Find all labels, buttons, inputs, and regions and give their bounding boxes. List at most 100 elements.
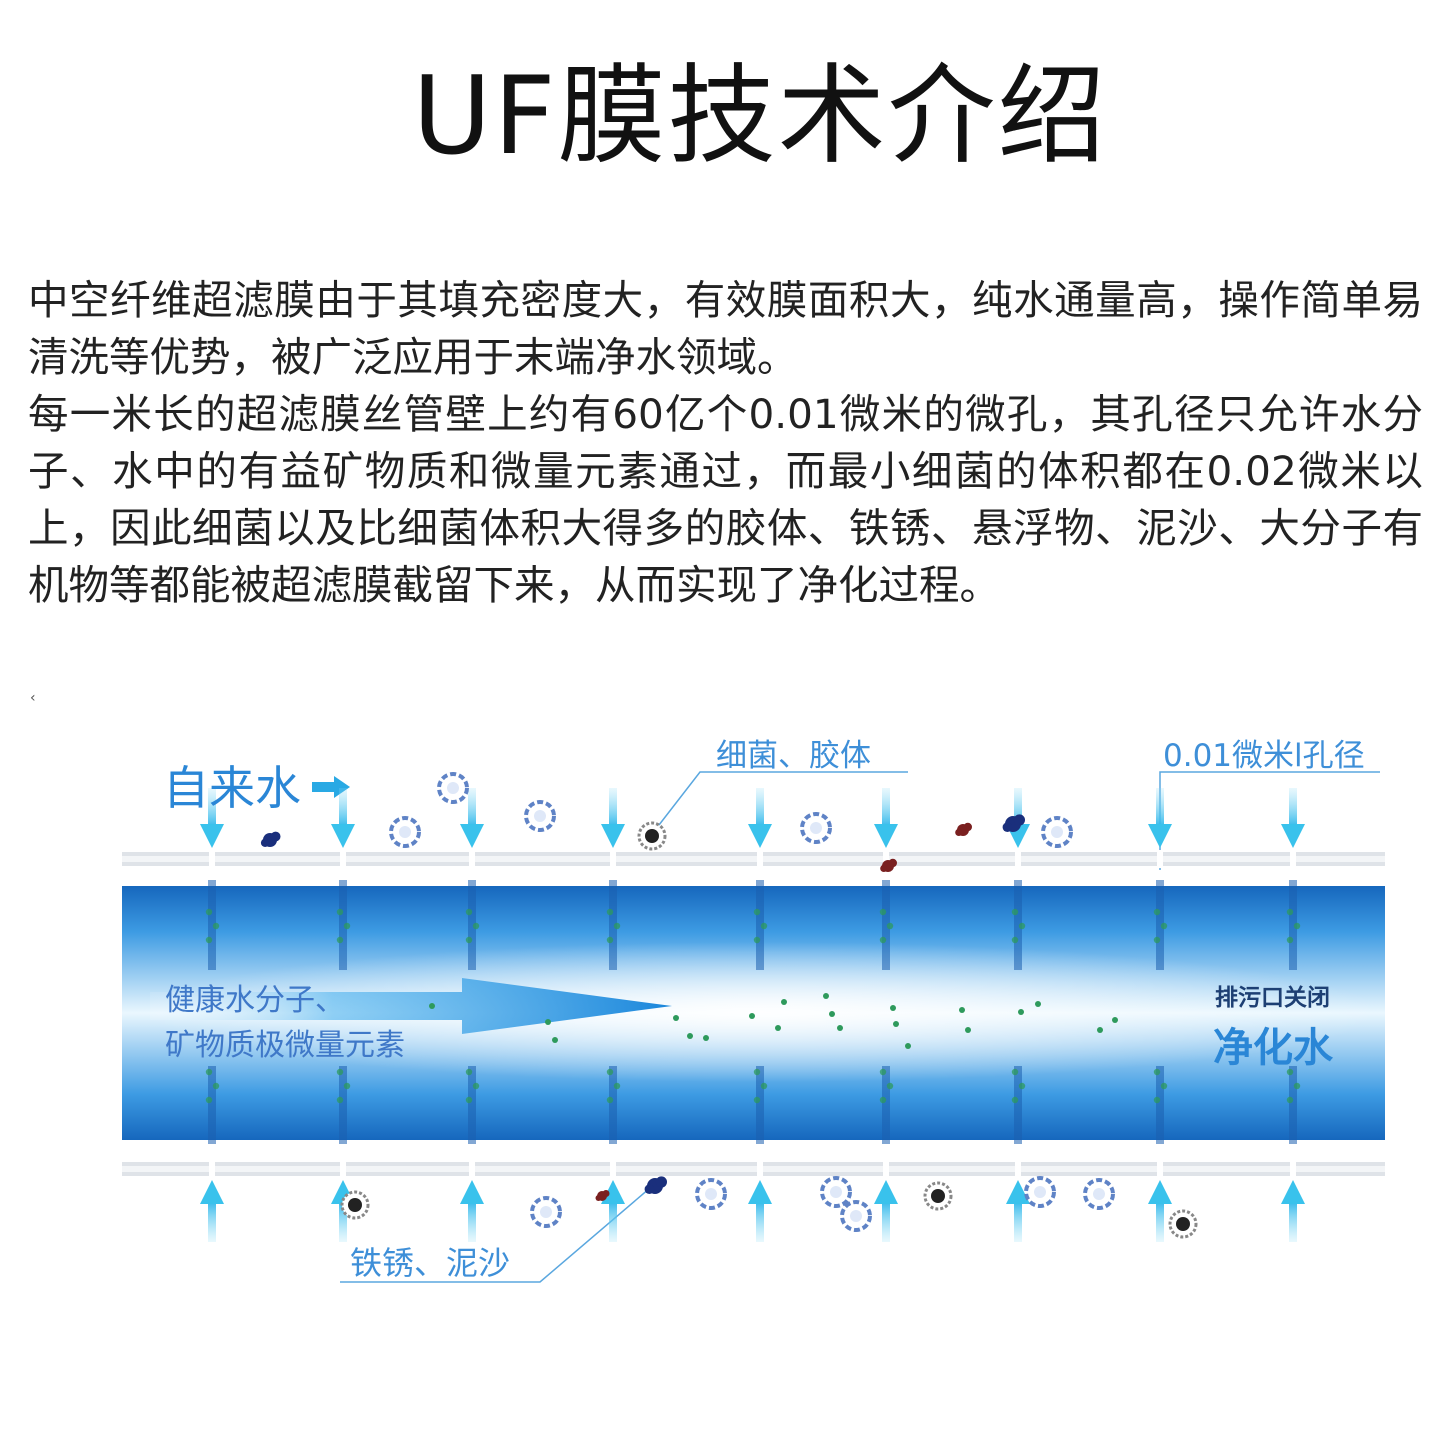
inflow-arrow-up xyxy=(874,1180,898,1242)
minerals-label-line-1: 健康水分子、 xyxy=(165,983,345,1018)
wall-gap xyxy=(1157,850,1163,868)
bacteria-particle xyxy=(340,1190,370,1220)
wall-gap xyxy=(1157,1160,1163,1178)
membrane-pore xyxy=(1153,880,1168,970)
mineral-dot xyxy=(890,1005,896,1011)
mineral-dot xyxy=(965,1027,971,1033)
membrane-pore xyxy=(336,1066,351,1144)
mineral-dot xyxy=(1097,1027,1103,1033)
inflow-arrow-up xyxy=(601,1180,625,1242)
sand-particle xyxy=(644,1176,668,1194)
inflow-arrow-up xyxy=(1148,1180,1172,1242)
wall-gap xyxy=(340,850,346,868)
inflow-arrow-down xyxy=(1281,788,1305,848)
wall-gap xyxy=(757,1160,763,1178)
inflow-arrow-up xyxy=(200,1180,224,1242)
colloid-particle xyxy=(840,1200,872,1232)
rust-particle xyxy=(880,858,897,872)
wall-gap xyxy=(1290,1160,1296,1178)
wall-gap xyxy=(883,1160,889,1178)
colloid-particle xyxy=(389,816,421,848)
colloid-particle xyxy=(1024,1176,1056,1208)
paragraph-2: 每一米长的超滤膜丝管壁上约有60亿个0.01微米的微孔，其孔径只允许水分子、水中… xyxy=(28,390,1423,609)
pure-water-label: 净化水 xyxy=(1213,1025,1333,1071)
bacteria-particle xyxy=(1168,1209,1198,1239)
bacteria-colloid-label: 细菌、胶体 xyxy=(716,738,871,774)
mineral-dot xyxy=(781,999,787,1005)
membrane-pore xyxy=(1011,1066,1026,1144)
mineral-dot xyxy=(1112,1017,1118,1023)
membrane-pore xyxy=(1153,1066,1168,1144)
membrane-pore xyxy=(336,880,351,970)
colloid-particle xyxy=(1041,816,1073,848)
colloid-particle xyxy=(695,1178,727,1210)
inflow-arrow-down xyxy=(1148,788,1172,848)
membrane-pore xyxy=(753,1066,768,1144)
tap-water-arrow xyxy=(312,776,350,798)
mineral-dot xyxy=(703,1035,709,1041)
tube-center-glow xyxy=(140,942,1380,1082)
mineral-dot xyxy=(552,1037,558,1043)
mineral-dot xyxy=(429,1003,435,1009)
intro-text: 中空纤维超滤膜由于其填充密度大，有效膜面积大，纯水通量高，操作简单易清洗等优势，… xyxy=(28,272,1423,614)
membrane-pore xyxy=(879,880,894,970)
inflow-arrow-up xyxy=(1281,1180,1305,1242)
rust-particle xyxy=(955,822,972,836)
mineral-dot xyxy=(837,1025,843,1031)
bacteria-leader-line xyxy=(651,771,908,835)
flow-arrow xyxy=(150,978,672,1034)
rust-sand-label: 铁锈、泥沙 xyxy=(350,1244,511,1282)
membrane-pore xyxy=(606,880,621,970)
inflow-arrow-down xyxy=(460,788,484,848)
colloid-particle xyxy=(437,772,469,804)
mineral-dot xyxy=(775,1025,781,1031)
colloid-particle xyxy=(1083,1178,1115,1210)
membrane-pore xyxy=(606,1066,621,1144)
colloid-particle xyxy=(800,812,832,844)
membrane-pore xyxy=(205,880,220,970)
minerals-label-line-2: 矿物质极微量元素 xyxy=(165,1028,405,1063)
wall-gap xyxy=(469,1160,475,1178)
mineral-dot xyxy=(823,993,829,999)
outlet-closed-label: 排污口关闭 xyxy=(1215,985,1330,1011)
mineral-dot xyxy=(829,1011,835,1017)
colloid-particle xyxy=(820,1176,852,1208)
paragraph-1: 中空纤维超滤膜由于其填充密度大，有效膜面积大，纯水通量高，操作简单易清洗等优势，… xyxy=(28,276,1423,381)
page-title: UF膜技术介绍 xyxy=(412,54,1108,179)
upper-membrane-wall xyxy=(122,852,1385,866)
mineral-dot xyxy=(673,1015,679,1021)
colloid-particle xyxy=(524,800,556,832)
wall-gap xyxy=(883,850,889,868)
lower-membrane-wall xyxy=(122,1162,1385,1176)
inflow-arrow-down xyxy=(874,788,898,848)
inflow-arrow-up xyxy=(1006,1180,1030,1242)
bacteria-particle xyxy=(923,1181,953,1211)
mineral-dot xyxy=(1018,1009,1024,1015)
stray-mark: ‹ xyxy=(30,690,36,706)
membrane-pore xyxy=(879,1066,894,1144)
mineral-dot xyxy=(959,1007,965,1013)
mineral-dot xyxy=(687,1033,693,1039)
wall-gap xyxy=(340,1160,346,1178)
mineral-dot xyxy=(545,1019,551,1025)
wall-gap xyxy=(1015,1160,1021,1178)
membrane-illustration xyxy=(122,771,1385,1283)
inflow-arrow-down xyxy=(601,788,625,848)
mineral-dot xyxy=(749,1013,755,1019)
pore-size-label: 0.01微米l孔径 xyxy=(1163,738,1365,774)
membrane-pore xyxy=(1286,880,1301,970)
wall-gap xyxy=(209,1160,215,1178)
sand-particle xyxy=(1002,814,1025,832)
inflow-arrow-down xyxy=(748,788,772,848)
bacteria-particle xyxy=(637,821,667,851)
wall-gap xyxy=(610,850,616,868)
mineral-dot xyxy=(1035,1001,1041,1007)
wall-gap xyxy=(209,850,215,868)
sand-particle xyxy=(260,831,281,847)
mineral-dot xyxy=(905,1043,911,1049)
inflow-arrow-up xyxy=(748,1180,772,1242)
membrane-pore xyxy=(465,880,480,970)
wall-gap xyxy=(1015,850,1021,868)
mineral-dot xyxy=(893,1021,899,1027)
wall-gap xyxy=(1290,850,1296,868)
